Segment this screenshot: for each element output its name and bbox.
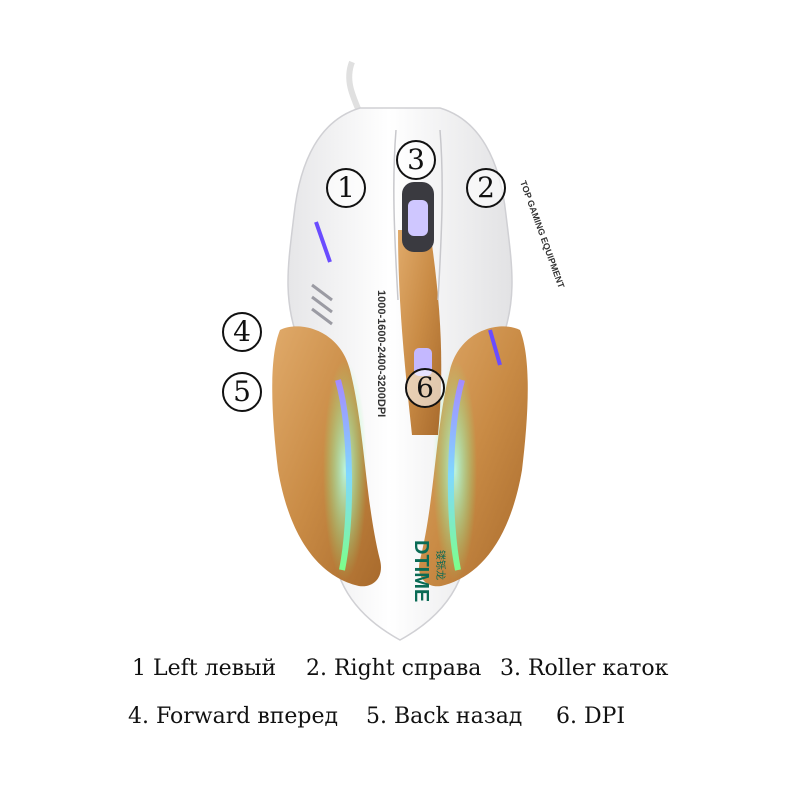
dpi-label: 1000-1600-2400-3200DPI — [375, 290, 387, 417]
right-accent-line — [488, 329, 502, 366]
scroll-wheel-light — [408, 200, 428, 236]
callout-dpi-button: 6 — [405, 368, 445, 408]
left-led-strip — [335, 379, 353, 571]
legend-forward: 4. Forward вперед — [128, 704, 339, 729]
callout-back-button: 5 — [222, 372, 262, 412]
legend-left: 1 Left левый — [132, 656, 277, 681]
brand-logo-cn: 镂铄龙 — [434, 550, 447, 580]
callout-left-button: 1 — [326, 168, 366, 208]
side-slogan: TOP GAMING EQUIPMENT — [518, 179, 566, 290]
brand-logo-text: DTIME — [410, 540, 432, 602]
side-vents — [311, 283, 333, 326]
left-button-split — [393, 129, 399, 301]
callout-right-button: 2 — [466, 168, 506, 208]
legend-back: 5. Back назад — [366, 704, 523, 729]
right-button-split — [437, 129, 443, 301]
left-accent-line — [314, 221, 332, 263]
right-led-glow — [433, 360, 477, 580]
legend-right: 2. Right справа — [306, 656, 482, 681]
right-led-strip — [447, 379, 465, 571]
left-led-glow — [323, 360, 367, 580]
callout-scroll-wheel: 3 — [396, 140, 436, 180]
legend-roller: 3. Roller каток — [500, 656, 669, 681]
legend-dpi: 6. DPI — [556, 704, 626, 729]
callout-forward-button: 4 — [222, 312, 262, 352]
